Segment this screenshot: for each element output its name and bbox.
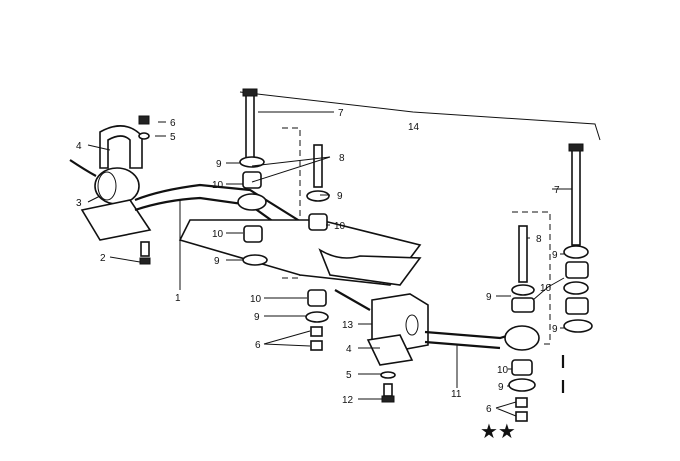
callout-11: 11 — [451, 389, 462, 400]
callout-5: 5 — [346, 370, 352, 381]
callout-9: 9 — [552, 250, 558, 261]
stabilizer-bar-lower — [134, 196, 321, 256]
callout-1: 1 — [175, 293, 181, 304]
callout-10: 10 — [334, 221, 346, 232]
callout-8: 8 — [536, 234, 542, 245]
bushing-left — [94, 167, 140, 205]
callout-14: 14 — [408, 122, 420, 133]
callout-9: 9 — [552, 324, 558, 335]
dashed-group-left — [282, 127, 301, 279]
callout-4: 4 — [346, 344, 352, 355]
callout-5: 5 — [170, 132, 176, 143]
sleeve-8 — [313, 144, 323, 188]
callout-3: 3 — [76, 198, 82, 209]
bushing-10b — [243, 225, 263, 243]
washer-9 — [239, 156, 265, 168]
link-bracket-center — [318, 248, 422, 286]
washer-9b — [242, 254, 268, 266]
dashed-group-right — [512, 211, 551, 345]
bracket-4-right — [366, 334, 414, 366]
bushing-10 — [242, 171, 262, 189]
double-star-marking: ★★ — [480, 421, 516, 443]
callout-6: 6 — [486, 404, 492, 415]
arrow-left — [69, 159, 97, 177]
bracket-left — [99, 125, 143, 169]
callout-10: 10 — [212, 180, 224, 191]
washer-5-right — [380, 371, 396, 379]
callout-13: 13 — [342, 320, 354, 331]
callout-10: 10 — [250, 294, 262, 305]
bolt-7-right — [571, 149, 581, 246]
callout-7: 7 — [554, 185, 560, 196]
stabilizer-bar-right-lower — [424, 340, 501, 350]
callout-9: 9 — [486, 292, 492, 303]
mount-plate-left — [80, 199, 152, 241]
bolt-head-2 — [139, 257, 151, 265]
callout-10: 10 — [540, 283, 552, 294]
callout-9: 9 — [214, 256, 220, 267]
bushing-10c — [307, 289, 327, 307]
stabilizer-bar-right-upper — [424, 330, 511, 340]
callout-9: 9 — [216, 159, 222, 170]
nut-6-left — [138, 115, 150, 125]
callout-10: 10 — [497, 365, 509, 376]
callout-12: 12 — [342, 395, 354, 406]
nut-6b — [310, 340, 323, 351]
nut-6a — [310, 326, 323, 337]
callout-8: 8 — [339, 153, 345, 164]
callout-6: 6 — [255, 340, 261, 351]
callout-9: 9 — [498, 382, 504, 393]
link-eye-right — [504, 325, 540, 351]
callout-9: 9 — [254, 312, 260, 323]
washer-5-left — [138, 132, 150, 140]
sleeve-8-right — [518, 225, 528, 283]
callout-10: 10 — [212, 229, 224, 240]
bolt-2 — [140, 241, 150, 257]
callout-2: 2 — [100, 253, 106, 264]
leader-14 — [239, 91, 601, 141]
callout-9: 9 — [337, 191, 343, 202]
bolt-7-left — [245, 94, 255, 161]
callout-7: 7 — [338, 108, 344, 119]
link-eye — [237, 193, 267, 211]
bolt-12 — [383, 383, 393, 397]
arrow-center — [334, 289, 371, 311]
callout-6: 6 — [170, 118, 176, 129]
callout-4: 4 — [76, 141, 82, 152]
